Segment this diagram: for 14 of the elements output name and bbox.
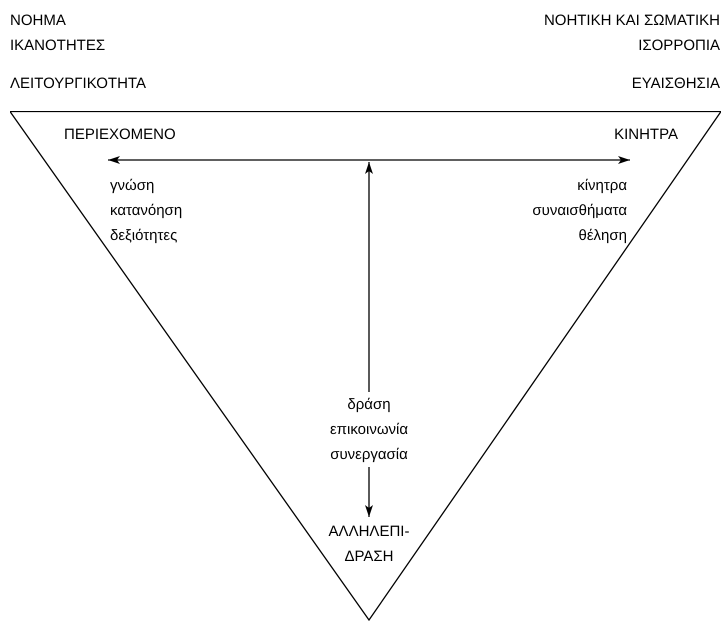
term-list: ΑΛΛΗΛΕΠΙ- ΔΡΑΣΗ [314, 519, 424, 569]
corner-label: ΝΟΗΜΑ [10, 11, 66, 31]
corner-heading: ΠΕΡΙΕΧΟΜΕΝΟ [64, 125, 176, 145]
term-list: κίνητρα συναισθήματα θέληση [527, 173, 627, 248]
arrow [365, 162, 373, 392]
corner-label: ΙΚΑΝΟΤΗΤΕΣ [10, 36, 106, 56]
term-list: γνώση κατανόηση δεξιότητες [110, 173, 210, 248]
arrow [108, 156, 630, 164]
corner-label: ΕΥΑΙΣΘΗΣΙΑ [632, 74, 720, 94]
corner-label: ΝΟΗΤΙΚΗ ΚΑΙ ΣΩΜΑΤΙΚΗ ΙΣΟΡΡΟΠΙΑ [542, 11, 720, 56]
corner-label: ΛΕΙΤΟΥΡΓΙΚΟΤΗΤΑ [10, 74, 146, 94]
arrow [365, 467, 373, 517]
corner-heading: ΚΙΝΗΤΡΑ [614, 125, 678, 145]
term-list: δράση επικοινωνία συνεργασία [317, 392, 421, 467]
